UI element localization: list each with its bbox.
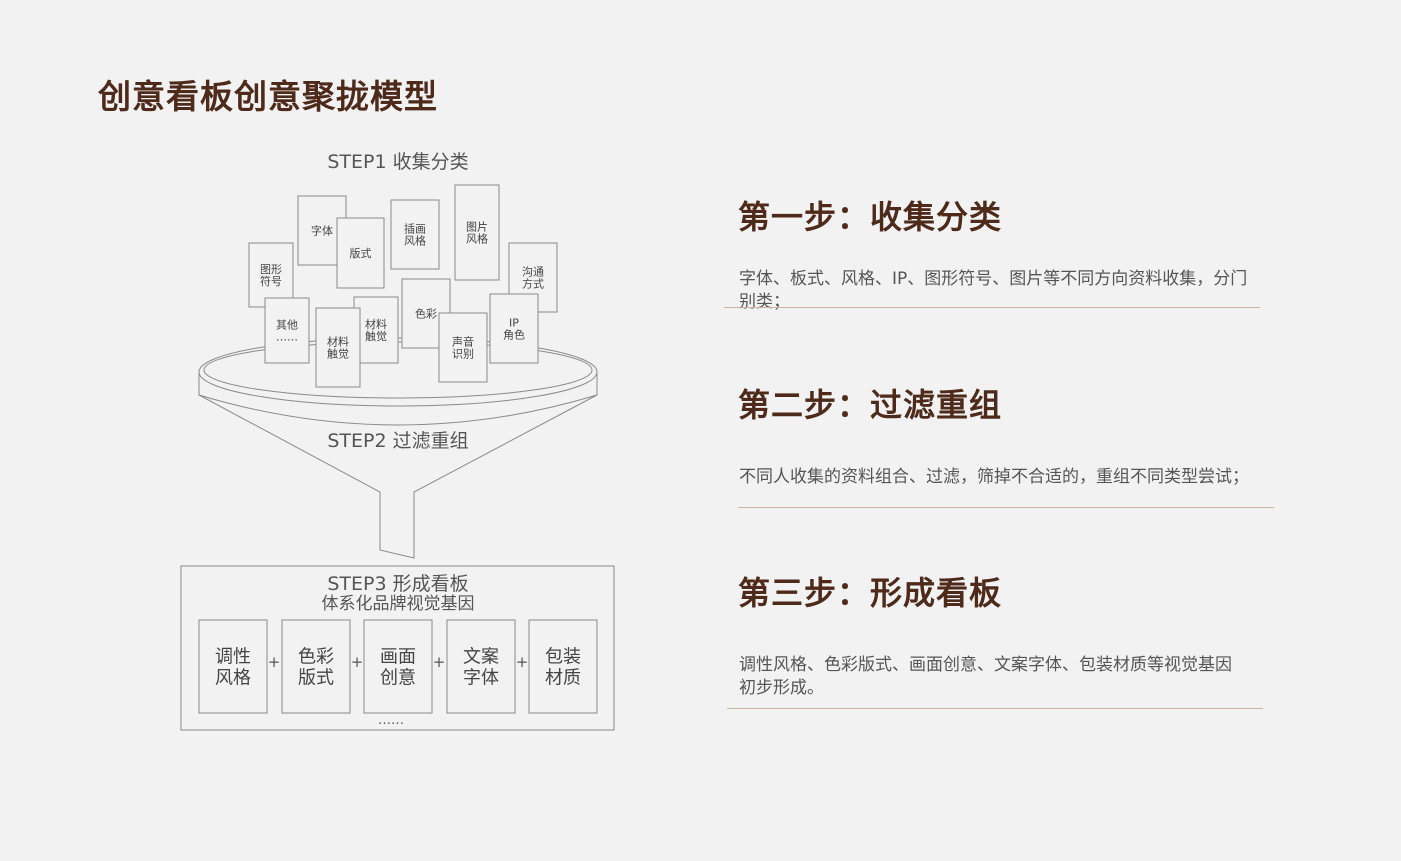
genes-ellipsis: …… bbox=[378, 713, 404, 728]
plus-sign: + bbox=[516, 653, 529, 671]
card-photo-style-label: 风格 bbox=[466, 231, 488, 245]
gene-copy-font-label: 文案 bbox=[463, 646, 499, 667]
card-sound-frame bbox=[438, 312, 488, 383]
gene-color-layout-frame bbox=[281, 619, 351, 714]
gene-packaging: 包装材质 bbox=[528, 619, 598, 714]
card-material-b-frame bbox=[353, 296, 399, 364]
gene-copy-font-frame bbox=[446, 619, 516, 714]
card-ip-role-frame bbox=[489, 293, 539, 364]
card-material-b-label: 触觉 bbox=[365, 329, 387, 343]
card-material-a-frame bbox=[315, 307, 361, 388]
gene-tone-style-label: 调性 bbox=[215, 646, 251, 667]
visual-gene-boxes: 调性风格+色彩版式+画面创意+文案字体+包装材质 bbox=[198, 619, 598, 714]
card-material-a-label: 材料 bbox=[327, 334, 349, 348]
gene-color-layout-label: 色彩 bbox=[298, 646, 334, 667]
plus-sign: + bbox=[351, 653, 364, 671]
step3-heading: 第三步：形成看板 bbox=[738, 574, 1003, 612]
step2-divider bbox=[738, 507, 1274, 508]
step1-divider bbox=[724, 307, 1260, 308]
gene-packaging-frame bbox=[528, 619, 598, 714]
card-font-label: 字体 bbox=[311, 223, 333, 237]
card-photo-style-frame bbox=[454, 184, 500, 281]
step3-description: 调性风格、色彩版式、画面创意、文案字体、包装材质等视觉基因初步形成。 bbox=[739, 655, 1232, 698]
gene-visual-idea-label: 画面 bbox=[380, 646, 416, 667]
gene-packaging-label: 包装 bbox=[545, 646, 581, 667]
gene-visual-idea-label: 创意 bbox=[380, 667, 416, 688]
gene-tone-style-label: 风格 bbox=[215, 667, 251, 688]
gene-copy-font-label: 字体 bbox=[463, 667, 499, 688]
step2-description: 不同人收集的资料组合、过滤，筛掉不合适的，重组不同类型尝试； bbox=[739, 467, 1249, 487]
card-layout-label: 版式 bbox=[350, 246, 372, 260]
card-photo-style-label: 图片 bbox=[466, 220, 488, 233]
card-communication-label: 沟通 bbox=[522, 265, 544, 278]
step3-subtitle: 体系化品牌视觉基因 bbox=[322, 594, 475, 614]
card-ip-role-label: IP bbox=[509, 316, 519, 329]
card-illustration-frame bbox=[390, 199, 440, 270]
step2-heading: 第二步：过滤重组 bbox=[738, 386, 1003, 424]
card-graphic-symbol-frame bbox=[248, 242, 294, 308]
step3-label: STEP3 形成看板 bbox=[327, 573, 468, 595]
plus-sign: + bbox=[268, 653, 281, 671]
card-other-label: 其他 bbox=[276, 318, 298, 331]
funnel-cone bbox=[198, 394, 598, 559]
step3-box bbox=[180, 565, 615, 731]
step3-divider bbox=[727, 708, 1263, 709]
card-layout: 版式 bbox=[336, 217, 385, 289]
card-communication-label: 方式 bbox=[522, 276, 544, 290]
gene-visual-idea-frame bbox=[363, 619, 433, 714]
gene-copy-font: 文案字体 bbox=[446, 619, 516, 714]
card-other-frame bbox=[264, 297, 310, 364]
card-material-a-label: 触觉 bbox=[327, 346, 349, 360]
gene-visual-idea: 画面创意 bbox=[363, 619, 433, 714]
card-layout-frame bbox=[336, 217, 385, 289]
step1-label: STEP1 收集分类 bbox=[327, 151, 468, 173]
card-graphic-symbol: 图形符号 bbox=[248, 242, 294, 308]
card-sound-label: 声音 bbox=[452, 334, 474, 348]
gene-tone-style: 调性风格 bbox=[198, 619, 268, 714]
card-other-label: …… bbox=[276, 330, 298, 343]
card-sound-label: 识别 bbox=[452, 347, 474, 360]
card-graphic-symbol-label: 图形 bbox=[260, 263, 282, 276]
gene-tone-style-frame bbox=[198, 619, 268, 714]
card-illustration-label: 插画 bbox=[404, 221, 426, 235]
card-illustration-label: 风格 bbox=[404, 233, 426, 247]
gene-color-layout-label: 版式 bbox=[298, 667, 334, 688]
card-graphic-symbol-label: 符号 bbox=[260, 275, 282, 288]
page-title: 创意看板创意聚拢模型 bbox=[98, 77, 438, 116]
step1-heading: 第一步：收集分类 bbox=[738, 198, 1003, 236]
gene-packaging-label: 材质 bbox=[545, 667, 581, 688]
card-ip-role-label: 角色 bbox=[503, 327, 525, 341]
collected-cards: 图形符号字体版式插画风格图片风格沟通方式色彩其他……材料触觉材料触觉声音识别IP… bbox=[248, 184, 558, 388]
gene-color-layout: 色彩版式 bbox=[281, 619, 351, 714]
card-material-b-label: 材料 bbox=[365, 317, 387, 331]
card-other: 其他…… bbox=[264, 297, 310, 364]
plus-sign: + bbox=[433, 653, 446, 671]
card-color-label: 色彩 bbox=[415, 306, 437, 320]
step2-label: STEP2 过滤重组 bbox=[327, 430, 468, 452]
